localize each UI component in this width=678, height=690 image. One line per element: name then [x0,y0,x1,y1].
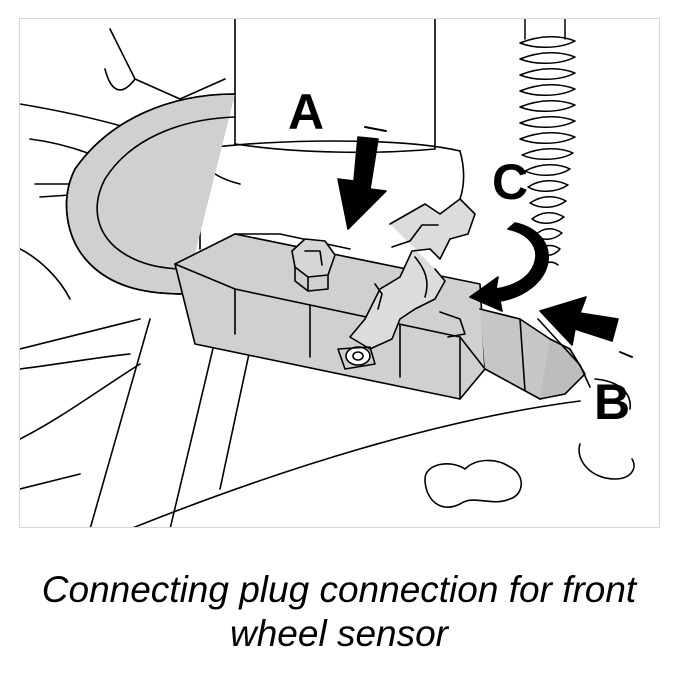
arrow-c [469,222,549,312]
retaining-clip [337,198,476,370]
caption-line-2: wheel sensor [229,613,448,654]
callout-b: B [594,374,631,430]
diagram-drawing [20,19,635,527]
hex-nut [291,238,336,292]
background-structure [20,28,581,527]
caption-line-1: Connecting plug connection for front [41,569,637,610]
callout-a: A [288,84,325,140]
callout-c: C [492,154,529,210]
sensor-diagram: A B C [19,18,660,528]
figure-caption: Connecting plug connection for front whe… [0,568,678,656]
arrow-a [337,126,387,230]
surface-blobs [424,378,635,508]
arrow-b [537,296,633,388]
